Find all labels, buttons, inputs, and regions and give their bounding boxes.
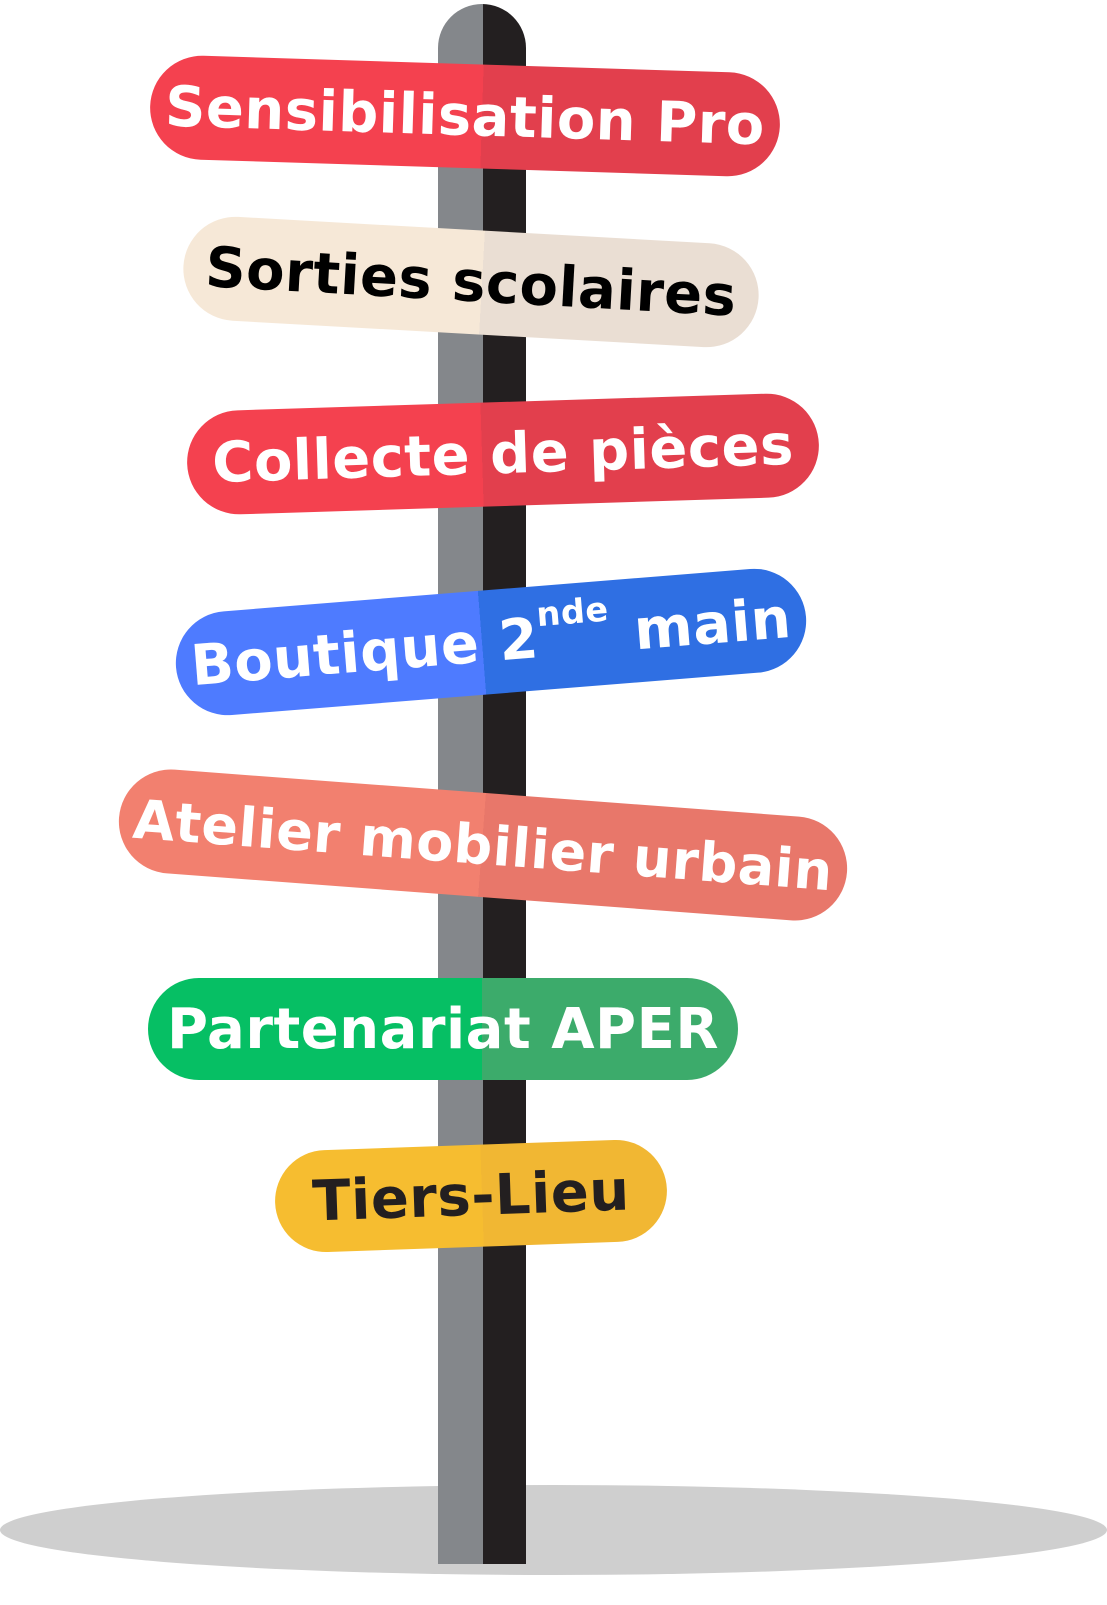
sign-label-superscript: nde — [534, 589, 611, 635]
sign-partenariat-aper: Partenariat APER — [148, 978, 738, 1080]
sign-tiers-lieu: Tiers-Lieu — [273, 1138, 669, 1254]
sign-label: Atelier mobilier urbain — [130, 787, 836, 903]
sign-label: Tiers-Lieu — [311, 1157, 631, 1235]
ground-shadow — [0, 1485, 1107, 1575]
sign-label-main: Boutique 2 — [188, 605, 541, 699]
sign-collecte-de-pieces: Collecte de pièces — [185, 392, 821, 516]
sign-sensibilisation-pro: Sensibilisation Pro — [148, 54, 782, 178]
sign-sorties-scolaires: Sorties scolaires — [180, 214, 762, 350]
sign-label-tail: main — [631, 585, 794, 663]
sign-label: Sorties scolaires — [203, 234, 739, 330]
sign-label: Partenariat APER — [167, 996, 719, 1062]
sign-label: Sensibilisation Pro — [164, 74, 766, 158]
sign-label: Collecte de pièces — [211, 412, 795, 496]
sign-label: Boutique 2nde main — [188, 585, 793, 698]
